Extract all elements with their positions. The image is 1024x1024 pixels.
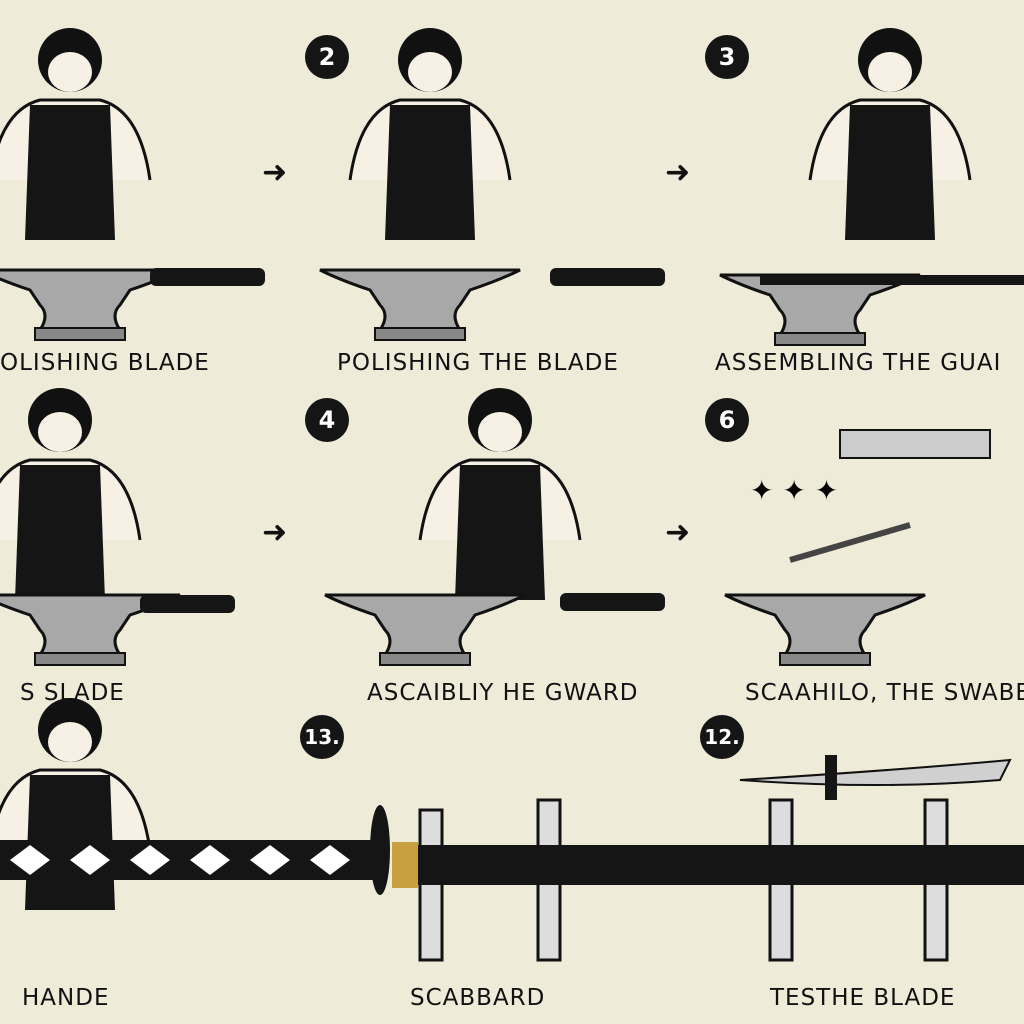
katana-art [0,755,1024,895]
step-number-badge: 12. [700,715,744,759]
step-number-badge: 2 [305,35,349,79]
step-3-art [718,26,1024,347]
step-2-art [318,26,665,342]
step-5-art [323,386,665,667]
step-label: POLISHING THE BLADE [337,350,619,376]
step-1-art [0,26,265,342]
step-label: SCABBARD [410,985,546,1011]
step-number-badge: 4 [305,398,349,442]
arrow-icon: ➜ [262,515,288,550]
arrow-icon: ➜ [665,155,691,190]
step-number-badge: 13. [300,715,344,759]
step-label: OLISHING BLADE [0,350,210,376]
arrow-icon: ➜ [262,155,288,190]
step-4-art [0,386,235,667]
step-number-badge: 3 [705,35,749,79]
step-label: ASCAIBLIY HE GWARD [367,680,639,706]
svg-text:✦ ✦ ✦: ✦ ✦ ✦ [750,474,838,507]
step-label: HANDE [22,985,110,1011]
arrow-icon: ➜ [665,515,691,550]
step-number-badge: 6 [705,398,749,442]
step-label: SCAAHILO, THE SWABB [745,680,1024,706]
step-label: TESTHE BLADE [770,985,956,1011]
step-label: S SLADE [20,680,125,706]
step-label: ASSEMBLING THE GUAI [715,350,1002,376]
step-6-art: ✦ ✦ ✦ [723,429,991,667]
